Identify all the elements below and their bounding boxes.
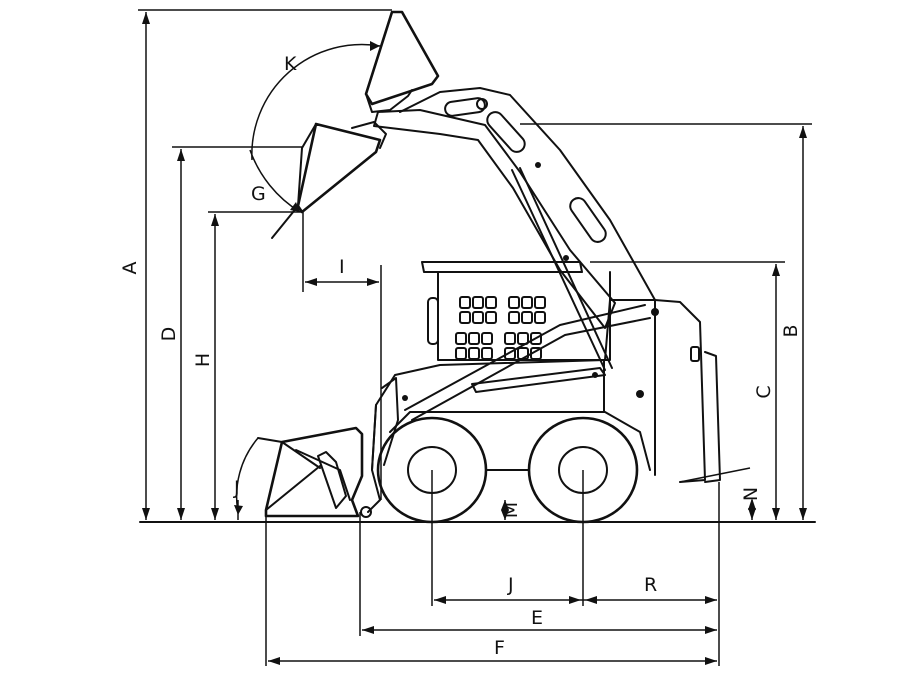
label-i: I — [339, 256, 345, 278]
lowered-bucket-icon — [257, 426, 372, 518]
label-b: B — [780, 324, 802, 337]
front-arm — [367, 404, 381, 513]
label-a: A — [119, 262, 141, 275]
skid-steer-loader-icon — [367, 87, 721, 524]
cab-roof — [421, 261, 583, 273]
lift-arm — [373, 109, 616, 329]
label-g: G — [251, 183, 266, 205]
chassis-lower — [389, 411, 651, 471]
label-h: H — [192, 353, 214, 367]
cab-window-grid — [455, 296, 546, 360]
label-e: E — [531, 607, 543, 629]
label-f: F — [494, 637, 505, 659]
label-j-bottom: J — [507, 574, 514, 596]
angle-arc-j-front — [235, 437, 259, 513]
label-r: R — [644, 574, 657, 596]
angle-arc-k — [251, 43, 381, 161]
label-d: D — [158, 327, 180, 342]
lift-cylinder — [511, 167, 613, 371]
raised-bucket-icon — [364, 10, 440, 113]
cab-side-handle — [427, 297, 439, 345]
rear-panel — [704, 351, 721, 483]
label-m: M — [500, 502, 522, 518]
label-j-front: J — [233, 477, 240, 499]
label-k: K — [284, 53, 297, 75]
tilt-cylinder — [471, 367, 606, 393]
tilted-bucket-icon — [271, 121, 387, 239]
label-c: C — [753, 385, 775, 398]
lift-arm-outer — [399, 87, 656, 301]
label-n: N — [740, 487, 762, 501]
